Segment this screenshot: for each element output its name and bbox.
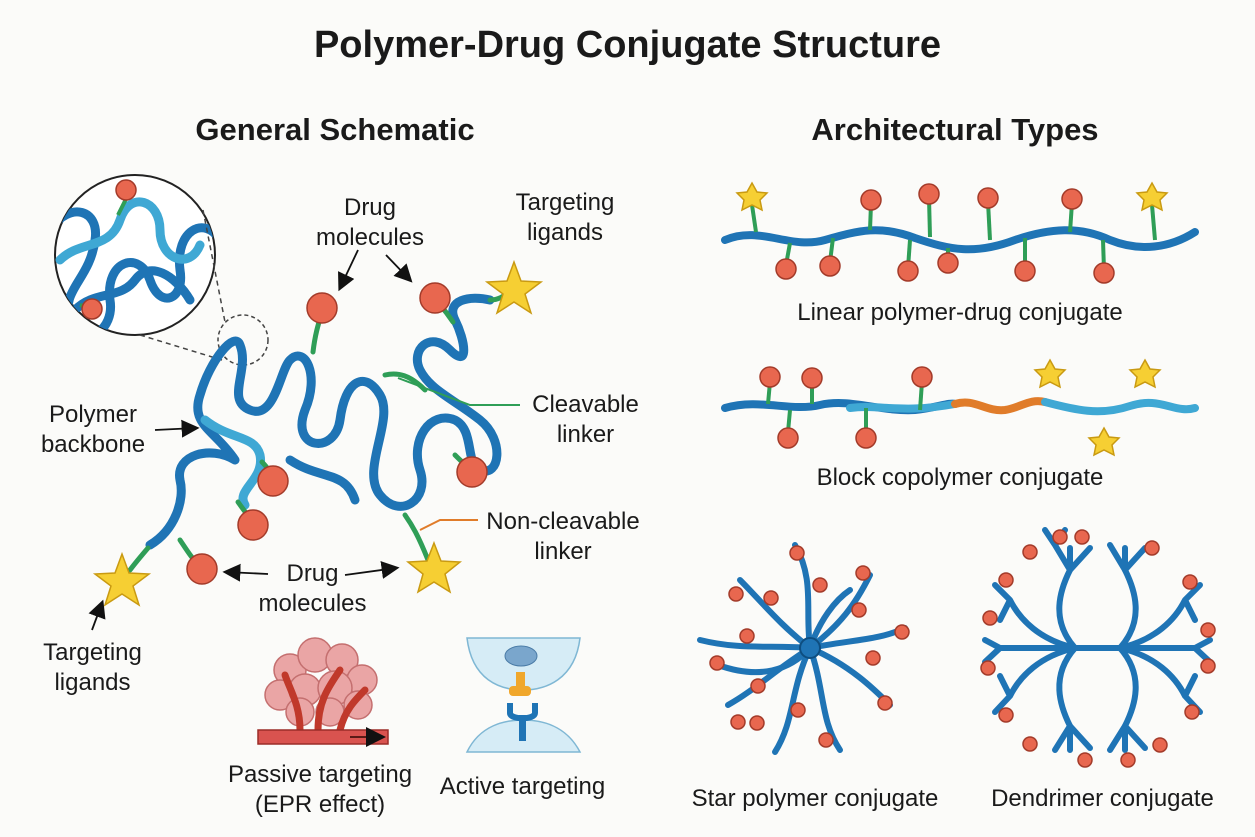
page-title: Polymer-Drug Conjugate Structure <box>313 24 942 66</box>
dendrimer-conjugate-label: Dendrimer conjugate <box>991 785 1214 812</box>
architectural-types-heading: Architectural Types <box>811 112 1099 147</box>
dendrimer-conjugate <box>982 527 1213 753</box>
block-conjugate-label: Block copolymer conjugate <box>816 464 1104 491</box>
star-drugs <box>709 545 910 748</box>
annotation-arrows <box>88 249 413 631</box>
active-targeting-icon <box>465 637 582 753</box>
block-copolymer-conjugate <box>721 358 1199 457</box>
general-schematic-heading: General Schematic <box>195 112 475 147</box>
linear-conjugate <box>721 181 1199 284</box>
linear-conjugate-label: Linear polymer-drug conjugate <box>797 299 1123 326</box>
passive-targeting-icon <box>257 637 389 747</box>
zoom-inset <box>54 174 216 336</box>
polymer-backbone-chain <box>145 293 502 550</box>
zoom-region-marker <box>217 314 269 366</box>
noncleavable-leader-line <box>419 519 478 531</box>
dendrimer-drugs <box>980 529 1216 768</box>
active-targeting-label: Active targeting <box>439 773 606 800</box>
targeting-ligands <box>92 259 544 607</box>
star-conjugate-label: Star polymer conjugate <box>691 785 939 812</box>
cleavable-leader-line <box>397 377 520 406</box>
cleavable-linkers <box>127 287 515 573</box>
noncleavable-linker <box>402 512 431 563</box>
drug-molecules <box>186 282 488 585</box>
passive-targeting-label: Passive targeting(EPR effect) <box>227 761 413 818</box>
